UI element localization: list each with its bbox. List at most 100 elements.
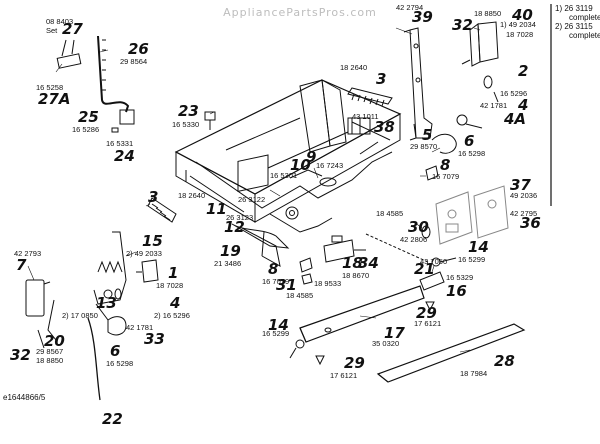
part-code: Set [46, 26, 58, 35]
part-code: 29 8570 [410, 142, 438, 151]
part-number: 8 [440, 156, 451, 174]
part-14-screw-lower [289, 339, 305, 359]
part-code: 29 8564 [120, 57, 148, 66]
part-code: 26 3122 [238, 195, 266, 204]
part-number: 19 [220, 242, 241, 260]
part-22-wire [87, 317, 101, 401]
part-14-screw-upper [431, 257, 457, 267]
part-code: 43 1011 [352, 112, 379, 121]
part-20-wire [47, 299, 57, 341]
part-number: 13 [96, 294, 117, 312]
part-code: 16 7079 [432, 172, 460, 181]
part-code: 18 8850 [474, 9, 502, 18]
part-number: 24 [114, 147, 135, 165]
part-number: 32 [10, 346, 31, 364]
part-number: 8 [268, 260, 279, 278]
part-37-cover [435, 191, 473, 245]
part-code: 16 5301 [270, 171, 298, 180]
part-code: 16 5258 [36, 83, 64, 92]
legend-line: complete [569, 13, 600, 22]
part-number: 1 [168, 264, 179, 282]
part-number: 22 [102, 410, 123, 428]
watermark: AppliancePartsPros.com [223, 6, 377, 19]
part-7-cover [25, 279, 51, 317]
part-25-clip [119, 109, 135, 125]
part-number: 38 [374, 118, 395, 136]
part-code: 1) 49 2034 [500, 20, 536, 29]
part-code: 29 8567 [36, 347, 64, 356]
part-38-bracket [347, 117, 371, 135]
part-number: 7 [16, 256, 27, 274]
part-31-clip [301, 273, 313, 285]
part-number: 12 [224, 218, 245, 236]
part-29-nut-lower [315, 355, 325, 366]
part-23-clip [204, 111, 216, 121]
legend: 1) 26 3119 complete 2) 26 3115 complete [555, 4, 600, 40]
part-30-grommet [421, 225, 431, 239]
part-code: 16 5298 [458, 149, 486, 158]
part-code: 18 7028 [156, 281, 184, 290]
part-number: 2 [518, 62, 529, 80]
part-4a-pin [493, 91, 499, 103]
part-number: 28 [494, 352, 515, 370]
part-number: 4 [518, 96, 529, 114]
part-code: 42 2795 [510, 209, 538, 218]
part-code: 16 5331 [106, 139, 134, 148]
part-number: 40 [512, 6, 533, 24]
part-33-sensor [107, 316, 127, 336]
part-number: 32 [452, 16, 473, 34]
part-21-rod [365, 233, 429, 263]
part-24-pin [111, 127, 119, 133]
part-number: 5 [422, 126, 433, 144]
part-2-cap [483, 75, 493, 89]
leader-lines [27, 27, 481, 353]
part-code: 49 2036 [510, 191, 538, 200]
part-number: 39 [412, 8, 433, 26]
part-number: 29 [416, 304, 437, 322]
diagram-id: e1644866/5 [3, 393, 46, 402]
part-number: 4A [504, 110, 527, 128]
drain-hose [97, 35, 130, 113]
part-code: 18 2640 [340, 63, 368, 72]
part-number: 14 [268, 316, 289, 334]
part-code: 16 5330 [172, 120, 200, 129]
part-number: 29 [344, 354, 365, 372]
base-tub [174, 79, 402, 249]
part-8-clip-lower [299, 257, 313, 273]
part-15-bracket [93, 231, 127, 305]
part-6-sensor-upper [431, 114, 483, 154]
part-39-bracket [403, 27, 433, 141]
part-code: 16 5296 [500, 89, 528, 98]
part-number: 25 [78, 108, 99, 126]
part-code: 16 5299 [458, 255, 486, 264]
part-18-valve [323, 235, 366, 263]
part-17-panel [299, 285, 425, 343]
part-number: 30 [408, 218, 429, 236]
part-number: 17 [384, 324, 405, 342]
part-code: 17 6121 [414, 319, 442, 328]
part-code: 08 8403 [46, 17, 74, 26]
part-number: 16 [446, 282, 467, 300]
part-number: 37 [510, 176, 531, 194]
part-3-upper-comb [347, 87, 393, 107]
part-number: 6 [464, 132, 475, 150]
part-code: 16 5299 [262, 329, 290, 338]
part-number: 20 [44, 332, 65, 350]
part-code: 18 7984 [460, 369, 488, 378]
part-28-panel [376, 323, 526, 383]
part-number: 6 [110, 342, 121, 360]
part-code: 43 7050 [420, 257, 448, 266]
legend-line: 1) 26 3119 [555, 4, 593, 13]
part-number: 10 [290, 156, 311, 174]
part-code: 42 2806 [400, 235, 428, 244]
part-code: 16 5329 [446, 273, 474, 282]
part-code: 2) 16 5296 [154, 311, 190, 320]
part-29-nut-upper [425, 301, 435, 312]
part-code: 16 5298 [106, 359, 134, 368]
part-code: 18 8850 [36, 356, 64, 365]
part-code: 42 1781 [480, 101, 508, 110]
part-32-lower-pin [37, 329, 45, 349]
part-number: 4 [170, 294, 181, 312]
part-code: 21 3486 [214, 259, 242, 268]
part-code: 16 7079 [262, 277, 290, 286]
